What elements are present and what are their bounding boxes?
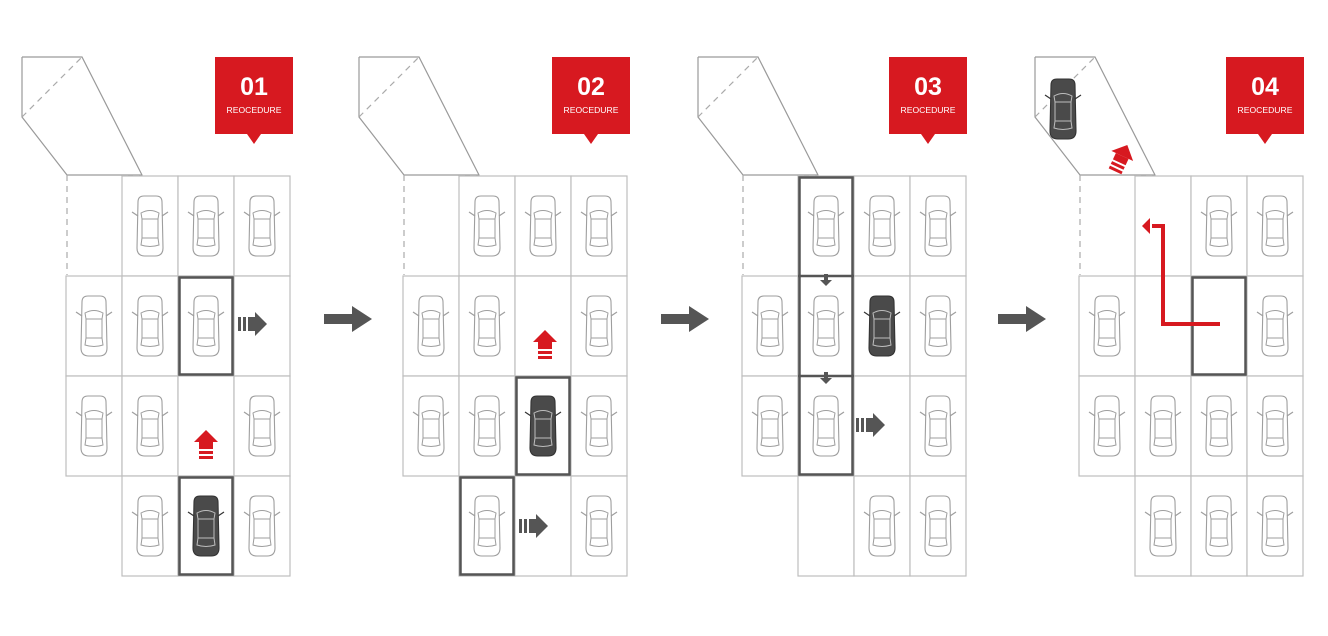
parking-space bbox=[177, 375, 235, 477]
car-icon bbox=[580, 495, 618, 557]
car-icon bbox=[580, 395, 618, 457]
parking-space bbox=[65, 375, 123, 477]
car-icon bbox=[1256, 195, 1294, 257]
car-icon bbox=[919, 195, 957, 257]
step-number: 04 bbox=[1251, 73, 1279, 101]
car-icon bbox=[1088, 295, 1126, 357]
step-number: 02 bbox=[577, 73, 605, 101]
arrow-right-icon bbox=[324, 306, 372, 332]
car-icon bbox=[751, 395, 789, 457]
target-car-icon bbox=[187, 495, 225, 557]
car-icon bbox=[1144, 495, 1182, 557]
car-icon bbox=[243, 195, 281, 257]
step-label-02: 02 REOCEDURE bbox=[552, 57, 630, 144]
car-icon bbox=[807, 395, 845, 457]
selected-space bbox=[515, 376, 571, 476]
car-icon bbox=[580, 195, 618, 257]
target-car-icon bbox=[863, 295, 901, 357]
car-icon bbox=[468, 195, 506, 257]
selected-space bbox=[178, 276, 234, 376]
arrow-up-icon bbox=[1104, 139, 1139, 177]
car-icon bbox=[919, 495, 957, 557]
car-icon bbox=[243, 395, 281, 457]
car-icon bbox=[468, 395, 506, 457]
car-icon bbox=[468, 295, 506, 357]
step-number: 01 bbox=[240, 73, 268, 101]
car-icon bbox=[468, 495, 506, 557]
car-icon bbox=[751, 295, 789, 357]
car-icon bbox=[1144, 395, 1182, 457]
car-icon bbox=[1256, 495, 1294, 557]
car-icon bbox=[131, 495, 169, 557]
step-number: 03 bbox=[914, 73, 942, 101]
selected-space bbox=[178, 476, 234, 576]
arrow-right-icon bbox=[661, 306, 709, 332]
procedure-panel-2 bbox=[358, 56, 628, 577]
parking-space bbox=[233, 475, 291, 577]
car-icon bbox=[243, 495, 281, 557]
car-icon bbox=[1200, 195, 1238, 257]
car-icon bbox=[863, 195, 901, 257]
step-label: REOCEDURE bbox=[227, 105, 282, 115]
car-icon bbox=[1256, 295, 1294, 357]
step-label: REOCEDURE bbox=[901, 105, 956, 115]
procedure-panel-3 bbox=[697, 56, 967, 577]
step-label: REOCEDURE bbox=[1238, 105, 1293, 115]
parking-space bbox=[797, 475, 855, 577]
car-icon bbox=[131, 195, 169, 257]
target-car-icon bbox=[524, 395, 562, 457]
selected-column bbox=[798, 176, 854, 476]
red-path-arrow-icon bbox=[1152, 224, 1220, 326]
red-path-arrowhead-icon bbox=[1142, 218, 1150, 234]
step-label-01: 01 REOCEDURE bbox=[215, 57, 293, 144]
selected-space bbox=[459, 476, 515, 576]
arrow-right-icon bbox=[998, 306, 1046, 332]
car-icon bbox=[919, 395, 957, 457]
car-icon bbox=[919, 295, 957, 357]
procedure-panel-4 bbox=[1034, 56, 1304, 577]
car-icon bbox=[1200, 495, 1238, 557]
car-icon bbox=[131, 295, 169, 357]
car-icon bbox=[131, 395, 169, 457]
step-label-04: 04 REOCEDURE bbox=[1226, 57, 1304, 144]
car-icon bbox=[863, 495, 901, 557]
procedure-panel-1 bbox=[21, 56, 291, 577]
parking-space bbox=[514, 275, 572, 377]
exiting-car-icon bbox=[1044, 78, 1082, 140]
car-icon bbox=[187, 195, 225, 257]
car-icon bbox=[580, 295, 618, 357]
step-label-03: 03 REOCEDURE bbox=[889, 57, 967, 144]
car-icon bbox=[524, 195, 562, 257]
car-icon bbox=[412, 295, 450, 357]
car-icon bbox=[1088, 395, 1126, 457]
car-icon bbox=[1256, 395, 1294, 457]
car-icon bbox=[75, 295, 113, 357]
car-icon bbox=[412, 395, 450, 457]
car-icon bbox=[807, 295, 845, 357]
car-icon bbox=[1200, 395, 1238, 457]
car-icon bbox=[75, 395, 113, 457]
car-icon bbox=[807, 195, 845, 257]
step-label: REOCEDURE bbox=[564, 105, 619, 115]
car-icon bbox=[187, 295, 225, 357]
